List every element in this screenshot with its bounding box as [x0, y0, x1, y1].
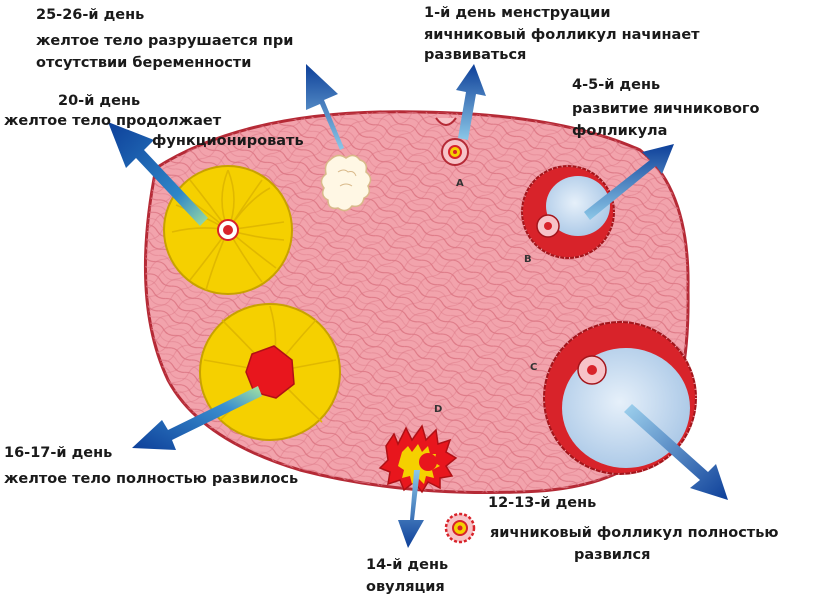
label-day4-title: 4-5-й день	[572, 77, 661, 93]
label-day4-text1: развитие яичникового	[572, 101, 760, 117]
label-day25-title: 25-26-й день	[36, 7, 145, 23]
label-day4: 4-5-й день развитие яичникового фолликул…	[572, 76, 759, 140]
label-day12-text1: яичниковый фолликул полностью	[490, 525, 779, 541]
arrow-day4	[584, 144, 674, 220]
label-day14: 14-й день овуляция	[366, 556, 448, 596]
corpus-luteum-upper	[163, 165, 293, 295]
label-day25-text1: желтое тело разрушается при	[36, 33, 294, 49]
label-day25-text2: отсутствии беременности	[36, 55, 252, 71]
follicle-b	[521, 165, 615, 259]
arrow-day20	[108, 122, 208, 226]
letter-a: A	[456, 178, 464, 189]
label-day1: 1-й день менструации яичниковый фолликул…	[424, 4, 700, 64]
arrow-day1	[456, 64, 486, 140]
label-day16-title: 16-17-й день	[4, 445, 113, 461]
label-day12-title: 12-13-й день	[488, 495, 597, 511]
label-day25: 25-26-й день желтое тело разрушается при…	[36, 6, 293, 72]
corpus-luteum-lower	[199, 303, 341, 441]
ruptured-follicle-d	[378, 424, 458, 494]
label-day14-title: 14-й день	[366, 557, 449, 573]
arrow-day25	[306, 64, 344, 150]
released-ovum	[444, 512, 476, 544]
label-day20-title: 20-й день	[58, 93, 141, 109]
label-day1-title: 1-й день менструации	[424, 5, 611, 21]
label-day1-text1: яичниковый фолликул начинает	[424, 27, 700, 43]
label-day4-text2: фолликула	[572, 123, 668, 139]
letter-b: B	[524, 254, 532, 265]
label-day14-text1: овуляция	[366, 579, 445, 595]
letter-d: D	[434, 404, 443, 415]
letter-c: C	[530, 362, 538, 373]
label-day20-text2: функционировать	[152, 133, 304, 149]
arrow-day16	[132, 386, 262, 450]
corpus-albicans	[320, 154, 372, 212]
label-day20-text1: желтое тело продолжает	[4, 113, 222, 129]
label-day12-text2: развился	[574, 547, 651, 563]
label-day16-text1: желтое тело полностью развилось	[4, 471, 299, 487]
label-day1-text2: развиваться	[424, 47, 527, 63]
arrow-day14	[398, 470, 424, 548]
follicle-a	[435, 117, 469, 166]
arrow-day12	[624, 404, 728, 500]
label-day16: 16-17-й день желтое тело полностью разви…	[4, 444, 298, 488]
